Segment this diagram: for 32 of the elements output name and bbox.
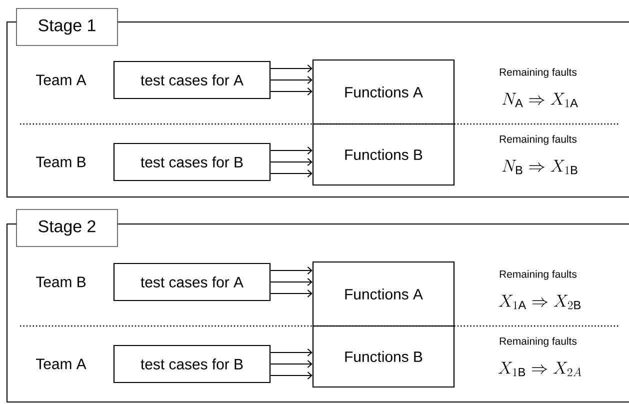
fault-formula: $X_{1\mathrm{B}} \Rightarrow X_{2A}$ bbox=[498, 362, 582, 376]
team-label: Team B bbox=[36, 276, 86, 288]
arrow bbox=[270, 146, 312, 154]
arrow bbox=[270, 290, 312, 298]
arrow bbox=[270, 360, 312, 368]
note-label: Remaining faults bbox=[500, 68, 577, 78]
team-label: Team B bbox=[36, 156, 86, 168]
arrow bbox=[270, 278, 312, 286]
function-box: Functions B bbox=[312, 325, 455, 388]
fault-formula: $N_{\mathrm{A}} \Rightarrow X_{1\mathrm{A}}$ bbox=[502, 92, 578, 108]
note-label: Remaining faults bbox=[500, 270, 577, 280]
arrow bbox=[270, 170, 312, 178]
test-case-box: test cases for B bbox=[113, 344, 271, 384]
arrow bbox=[270, 76, 312, 84]
arrow bbox=[270, 64, 312, 72]
test-case-box: test cases for A bbox=[113, 262, 271, 302]
arrow bbox=[270, 348, 312, 356]
arrow bbox=[270, 158, 312, 166]
function-box: Functions A bbox=[312, 59, 455, 125]
team-label: Team A bbox=[36, 358, 86, 370]
arrow bbox=[270, 372, 312, 380]
note-label: Remaining faults bbox=[500, 337, 577, 347]
arrow bbox=[270, 88, 312, 96]
test-case-box: test cases for A bbox=[113, 60, 271, 100]
function-box: Functions B bbox=[312, 123, 455, 186]
function-box: Functions A bbox=[312, 261, 455, 327]
note-label: Remaining faults bbox=[500, 135, 577, 145]
test-case-box: test cases for B bbox=[113, 142, 271, 182]
fault-formula: $X_{1\mathrm{A}} \Rightarrow X_{2\mathrm{B}}$ bbox=[498, 294, 581, 310]
arrow bbox=[270, 266, 312, 274]
fault-formula: $N_{\mathrm{B}} \Rightarrow X_{1\mathrm{B}}$ bbox=[502, 160, 578, 174]
team-label: Team A bbox=[36, 74, 86, 86]
